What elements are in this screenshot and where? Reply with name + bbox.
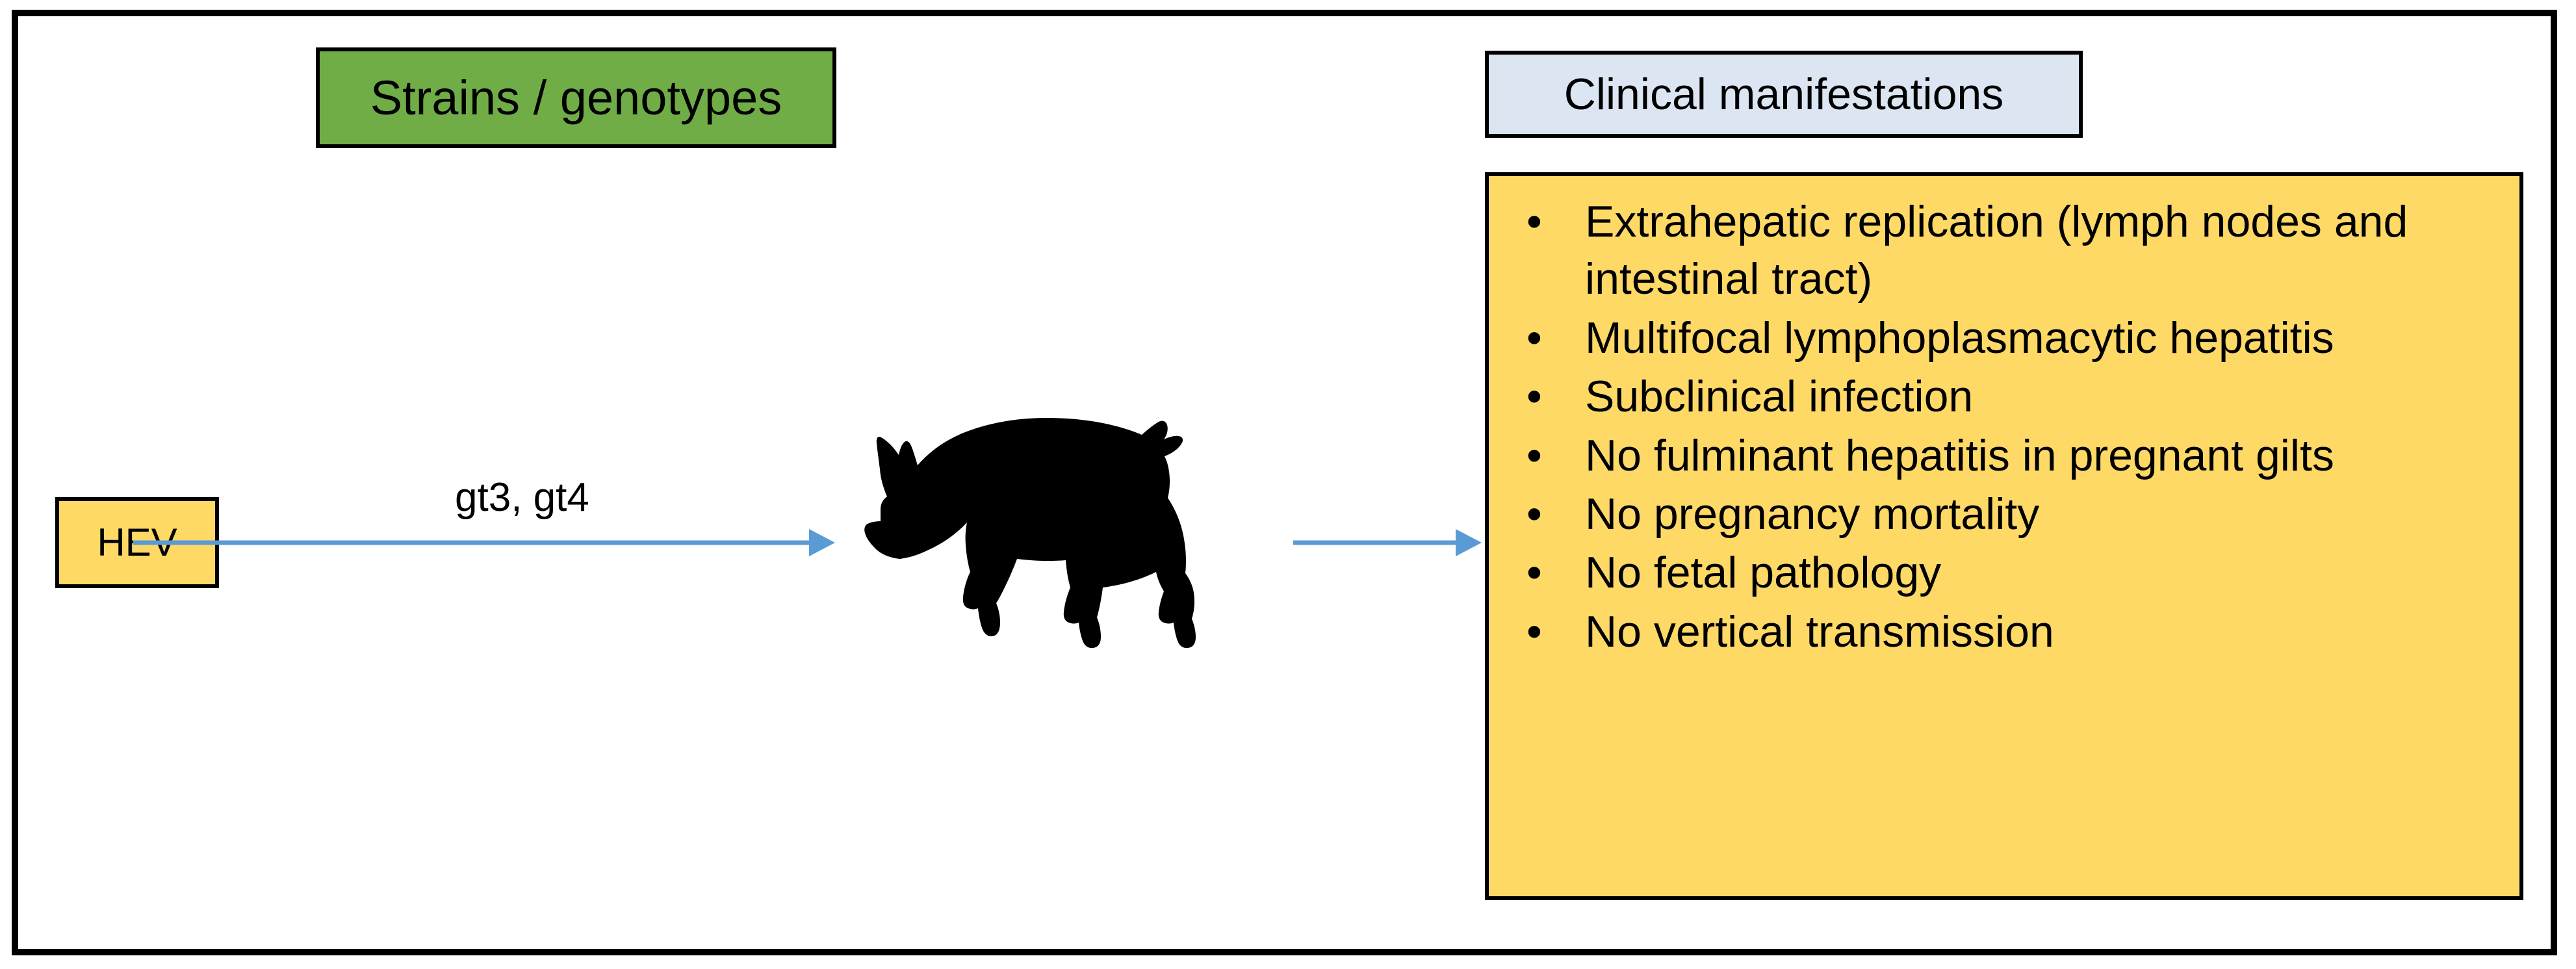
bullet-icon: •: [1526, 372, 1542, 422]
bullet-icon: •: [1526, 606, 1542, 656]
list-item-text: No fulminant hepatitis in pregnant gilts: [1585, 430, 2334, 480]
gt3-gt4-arrow-label: gt3, gt4: [455, 475, 589, 520]
strains-genotypes-header-box: Strains / genotypes: [316, 47, 836, 148]
clinical-manifestations-panel: • Extrahepatic replication (lymph nodes …: [1485, 172, 2523, 900]
strains-genotypes-label: Strains / genotypes: [370, 70, 782, 125]
list-item: • Subclinical infection: [1508, 368, 2493, 425]
list-item-text: Multifocal lymphoplasmacytic hepatitis: [1585, 313, 2334, 363]
pig-silhouette-icon: [864, 418, 1196, 649]
bullet-icon: •: [1526, 313, 1542, 363]
list-item-text: Extrahepatic replication (lymph nodes an…: [1585, 197, 2408, 304]
list-item-text: No pregnancy mortality: [1585, 489, 2040, 539]
list-item: • Multifocal lymphoplasmacytic hepatitis: [1508, 309, 2493, 367]
list-item: • No fulminant hepatitis in pregnant gil…: [1508, 427, 2493, 484]
list-item: • No vertical transmission: [1508, 603, 2493, 660]
bullet-icon: •: [1526, 548, 1542, 598]
bullet-icon: •: [1526, 430, 1542, 480]
bullet-icon: •: [1526, 197, 1542, 246]
arrow-hev-to-pig-icon: [133, 529, 835, 556]
list-item: • Extrahepatic replication (lymph nodes …: [1508, 193, 2493, 308]
clinical-manifestations-header-box: Clinical manifestations: [1485, 51, 2083, 138]
clinical-manifestations-label: Clinical manifestations: [1564, 70, 2004, 119]
clinical-manifestations-list: • Extrahepatic replication (lymph nodes …: [1508, 193, 2493, 660]
list-item: • No fetal pathology: [1508, 544, 2493, 601]
list-item-text: No vertical transmission: [1585, 606, 2054, 656]
list-item: • No pregnancy mortality: [1508, 485, 2493, 543]
bullet-icon: •: [1526, 489, 1542, 539]
arrow-pig-to-manifestations-icon: [1293, 529, 1482, 556]
list-item-text: Subclinical infection: [1585, 372, 1974, 422]
list-item-text: No fetal pathology: [1585, 548, 1942, 598]
